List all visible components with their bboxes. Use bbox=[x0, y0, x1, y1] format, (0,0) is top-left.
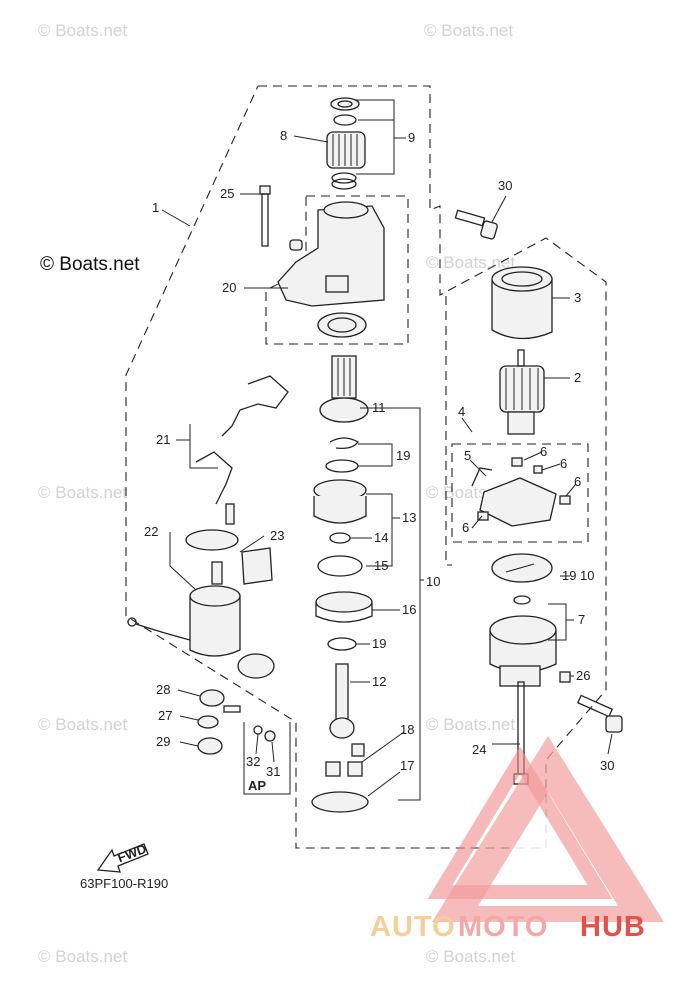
ap-box bbox=[243, 722, 291, 795]
washer-part bbox=[325, 459, 359, 473]
output-shaft-part bbox=[329, 663, 355, 739]
callout-15: 15 bbox=[374, 558, 388, 573]
callout-18: 18 bbox=[400, 722, 414, 737]
callout-28: 28 bbox=[156, 682, 170, 697]
fwd-arrow: FWD bbox=[96, 841, 149, 873]
end-plate-part bbox=[491, 553, 553, 583]
bracket-outline bbox=[265, 195, 409, 345]
shift-lever-part bbox=[195, 375, 289, 505]
ring-part bbox=[317, 555, 363, 577]
callout-2: 2 bbox=[574, 370, 581, 385]
yoke-part bbox=[491, 266, 553, 340]
seal-set-part bbox=[330, 97, 360, 190]
logo-text-hub: HUB bbox=[580, 911, 646, 943]
bushing-part bbox=[329, 532, 351, 544]
callout-14: 14 bbox=[374, 530, 388, 545]
pinion-gear-part bbox=[326, 131, 366, 169]
watermark-text: © Boats.net bbox=[426, 715, 515, 734]
callout-8: 8 bbox=[280, 128, 287, 143]
callout-32: 32 bbox=[246, 754, 260, 769]
callout-22: 22 bbox=[144, 524, 158, 539]
callout-23: 23 bbox=[270, 528, 284, 543]
assembly-outline bbox=[125, 85, 607, 849]
callout-1: 1 bbox=[152, 200, 159, 215]
callout-25: 25 bbox=[220, 186, 234, 201]
bracket-housing-part bbox=[277, 201, 385, 338]
callout-19: 19 bbox=[372, 636, 386, 651]
callout-27: 27 bbox=[158, 708, 172, 723]
terminal-parts bbox=[197, 689, 276, 755]
watermark-text: © Boats.net bbox=[38, 715, 127, 734]
boot-part bbox=[241, 547, 273, 585]
callout-29: 29 bbox=[156, 734, 170, 749]
armature-outline bbox=[445, 296, 452, 566]
plate-part bbox=[311, 791, 369, 813]
armature-part bbox=[499, 349, 545, 435]
clip-part bbox=[329, 437, 359, 450]
watermark-text: © Boats.net bbox=[426, 253, 515, 272]
callout-9: 9 bbox=[408, 130, 415, 145]
callout-11: 11 bbox=[372, 400, 386, 415]
callout-6: 6 bbox=[462, 520, 469, 535]
callout-labels: 1 2 3 4 5 6 6 6 6 7 8 9 10 11 12 13 14 1… bbox=[144, 128, 614, 779]
callout-6: 6 bbox=[560, 456, 567, 471]
callout-24: 24 bbox=[472, 742, 486, 757]
solenoid-part bbox=[127, 503, 241, 657]
callout-7: 7 bbox=[578, 612, 585, 627]
leader-lines bbox=[161, 99, 613, 801]
callout-31: 31 bbox=[266, 764, 280, 779]
watermark-text: © Boats.net bbox=[38, 483, 127, 502]
callout-12: 12 bbox=[372, 674, 386, 689]
cap-part bbox=[237, 653, 275, 679]
fwd-label: FWD bbox=[115, 841, 148, 865]
long-bolt-part bbox=[259, 185, 271, 247]
callout-17: 17 bbox=[400, 758, 414, 773]
callout-10: 10 bbox=[580, 568, 594, 583]
callout-16: 16 bbox=[402, 602, 416, 617]
callout-5: 5 bbox=[464, 448, 471, 463]
watermark-text: © Boats.net bbox=[424, 21, 513, 40]
watermark-text: © Boats.net bbox=[38, 21, 127, 40]
mounting-bolt-part bbox=[576, 694, 623, 733]
callout-30: 30 bbox=[498, 178, 512, 193]
brush-holder-outline bbox=[451, 443, 589, 543]
callout-10: 10 bbox=[426, 574, 440, 589]
drive-shaft-assembly-part bbox=[319, 355, 369, 423]
automotohub-logo: AUTO MOTO HUB bbox=[370, 736, 664, 943]
planetary-gears-part bbox=[325, 743, 365, 777]
watermarks: © Boats.net © Boats.net © Boats.net © Bo… bbox=[38, 21, 515, 966]
callout-20: 20 bbox=[222, 280, 236, 295]
callout-13: 13 bbox=[402, 510, 416, 525]
callout-19: 19 bbox=[562, 568, 576, 583]
callout-3: 3 bbox=[574, 290, 581, 305]
copyright-notice: © Boats.net bbox=[40, 254, 140, 275]
gear-housing-part bbox=[313, 479, 367, 524]
mounting-bolt-part bbox=[454, 209, 498, 240]
brush-holder-part bbox=[471, 457, 571, 527]
callout-21: 21 bbox=[156, 432, 170, 447]
callout-26: 26 bbox=[576, 668, 590, 683]
internal-gear-part bbox=[315, 591, 373, 623]
callout-30: 30 bbox=[600, 758, 614, 773]
callout-6: 6 bbox=[574, 474, 581, 489]
diagram-code: 63PF100-R190 bbox=[80, 876, 168, 891]
rear-cover-part bbox=[489, 595, 557, 687]
screw-part bbox=[559, 671, 571, 683]
watermark-text: © Boats.net bbox=[38, 947, 127, 966]
callout-6: 6 bbox=[540, 444, 547, 459]
logo-text-auto: AUTO bbox=[370, 911, 456, 943]
callout-19: 19 bbox=[396, 448, 410, 463]
callout-4: 4 bbox=[458, 404, 465, 419]
washer-part bbox=[327, 637, 357, 651]
ap-label: AP bbox=[248, 778, 266, 793]
logo-text-moto: MOTO bbox=[458, 911, 548, 943]
watermark-text: © Boats.net bbox=[426, 947, 515, 966]
